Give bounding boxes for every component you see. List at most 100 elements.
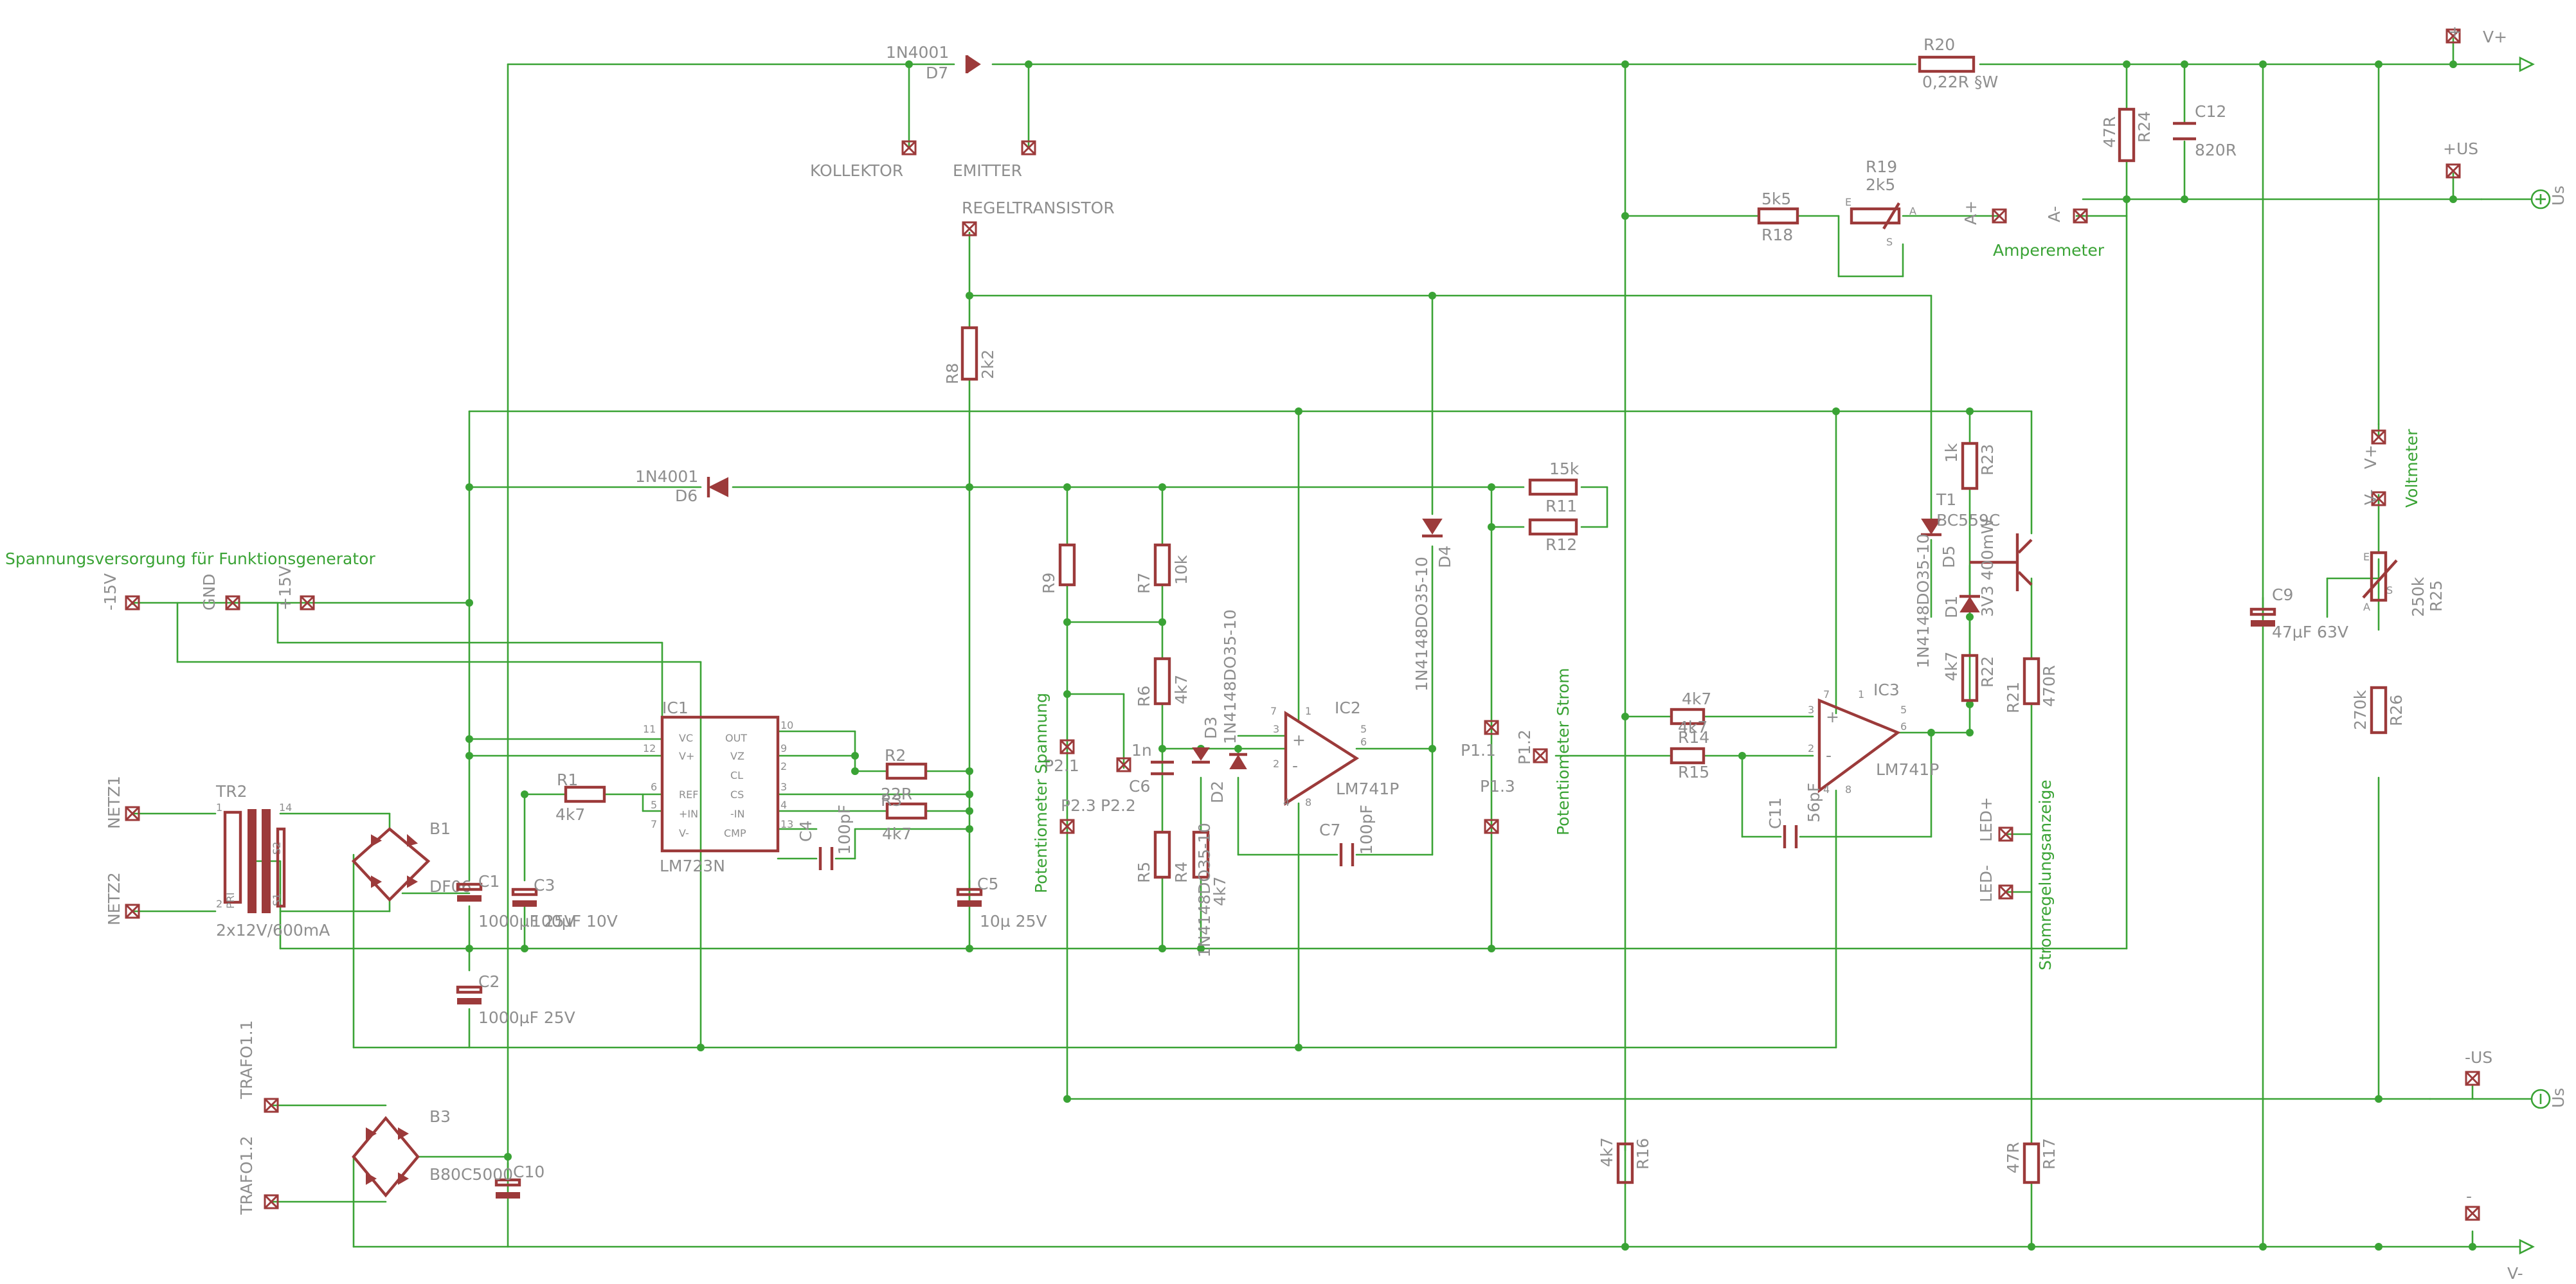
- gnd-label: GND: [200, 574, 219, 611]
- resistor-r7: R7 10k: [1135, 543, 1191, 594]
- r24-name: R24: [2135, 111, 2154, 143]
- tr2-value: 2x12V/600mA: [216, 921, 330, 940]
- trafo11-label: TRAFO1.1: [237, 1020, 256, 1100]
- r8-value: 2k2: [978, 350, 997, 379]
- ic3-pin7: 7: [1823, 688, 1830, 700]
- r21-name: R21: [2004, 682, 2022, 713]
- led-plus-label: LED+: [1977, 797, 1995, 842]
- ic1-pin-cl: CL: [730, 769, 743, 781]
- vplus-pad-label: +: [2448, 22, 2462, 41]
- ic3-pin3: 3: [1808, 704, 1814, 716]
- r21-value: 470R: [2040, 665, 2058, 707]
- r17-value: 47R: [2004, 1142, 2022, 1173]
- d1-name: D1: [1942, 596, 1961, 618]
- resistor-r11: 15k R11: [1528, 459, 1580, 515]
- r25-pin-e: E: [2363, 551, 2370, 563]
- r23-name: R23: [1978, 444, 1997, 476]
- r22-name: R22: [1978, 656, 1997, 688]
- r5-name: R5: [1135, 862, 1153, 883]
- ic2-pin3: 3: [1273, 723, 1279, 735]
- r19-name: R19: [1866, 157, 1897, 176]
- r6-value: 4k7: [1172, 675, 1191, 704]
- c12-value: 820R: [2195, 141, 2237, 159]
- d2-name: D2: [1208, 781, 1227, 803]
- ic1-num-12: 12: [643, 742, 656, 754]
- capacitor-c10: C10: [494, 1163, 545, 1199]
- junctions: [465, 60, 2476, 1251]
- c10-name: C10: [513, 1163, 545, 1181]
- resistor-r12: R12: [1528, 518, 1578, 554]
- voltmeter-vplus-label: V+: [2361, 445, 2380, 469]
- c5-value: 10µ 25V: [980, 912, 1047, 931]
- pad-minus: [2465, 1206, 2480, 1221]
- d1-value: 3V3 400mW: [1978, 518, 1997, 617]
- ic2-plus: +: [1292, 731, 1306, 749]
- diode-d7: 1N4001 D7: [886, 43, 981, 82]
- resistor-r5: R5: [1135, 830, 1171, 883]
- r25-pin-a: A: [2363, 601, 2370, 613]
- pot-strom-label: Potentiometer Strom: [1554, 668, 1572, 835]
- pad-minus15: [125, 595, 140, 611]
- t1-name: T1: [1936, 490, 1956, 509]
- ic2-pin5: 5: [1360, 723, 1367, 735]
- c3-name: C3: [534, 876, 555, 895]
- resistor-r2: R2 22R: [881, 746, 928, 803]
- stromregelungsanzeige-label: Stromregelungsanzeige: [2036, 780, 2055, 970]
- c12-name: C12: [2195, 102, 2226, 121]
- ic3-plus: +: [1826, 708, 1839, 726]
- pad-led-plus: [1998, 826, 2013, 842]
- r14-name: R14: [1678, 728, 1709, 747]
- connectors: [2429, 56, 2551, 1255]
- diode-d2: 1N4148DO35-10 D2: [1195, 753, 1247, 958]
- ic2-pin7: 7: [1270, 705, 1277, 717]
- c11-value: 56pF: [1805, 783, 1823, 823]
- ic3-minus: -: [1826, 746, 1832, 765]
- capacitor-c4: C4 100pF: [797, 805, 854, 870]
- r1-name: R1: [557, 771, 578, 789]
- opamp-ic2: + - IC2 LM741P 7 1 5 3 6 2 4 8: [1270, 699, 1399, 808]
- r12-name: R12: [1545, 535, 1577, 554]
- pad-gnd: [225, 595, 240, 611]
- pad-p21: [1059, 739, 1075, 754]
- amperemeter-label: Amperemeter: [1993, 241, 2105, 260]
- pad-us-minus: [2465, 1071, 2480, 1086]
- resistor-r16: 4k7 R16: [1598, 1137, 1652, 1184]
- ic2-pin6: 6: [1360, 736, 1367, 748]
- b1-value: DF06: [429, 877, 471, 896]
- regulator-ic1: IC1 LM723N VC V+ REF +IN V- OUT VZ CL CS…: [643, 699, 793, 875]
- diode-d1: D1 3V3 400mW: [1942, 518, 1997, 618]
- capacitor-c11: C11 56pF: [1766, 783, 1823, 848]
- r4-value: 4k7: [1211, 877, 1229, 906]
- r16-name: R16: [1634, 1138, 1652, 1170]
- emitter-label: EMITTER: [953, 161, 1022, 180]
- pad-emitter: [1021, 140, 1036, 156]
- c6-name: C6: [1129, 777, 1150, 796]
- tr2-s2-label: S2: [271, 842, 283, 855]
- tr2-s1-label: S1: [271, 893, 283, 906]
- resistor-r4: R4 4k7: [1172, 830, 1229, 906]
- potentiometer-r19: R19 2k5 E A S: [1845, 157, 1916, 248]
- a-minus-label: A-: [2045, 206, 2064, 222]
- ic1-pin-vplus: V+: [679, 750, 694, 762]
- c7-value: 100pF: [1357, 805, 1376, 855]
- ic1-pin-out: OUT: [725, 732, 747, 744]
- c2-name: C2: [478, 972, 500, 991]
- ic1-pin-ref: REF: [679, 789, 698, 801]
- d3-value: 1N4148DO35-10: [1221, 609, 1239, 744]
- r19-value: 2k5: [1866, 175, 1895, 194]
- ic1-value: LM723N: [660, 857, 725, 875]
- ic3-pin5: 5: [1900, 704, 1907, 716]
- p12-label: P1.2: [1515, 729, 1534, 765]
- ic1-pin-plusin: +IN: [679, 808, 698, 820]
- diode-d3: 1N4148DO35-10 D3: [1192, 609, 1239, 764]
- ic2-minus: -: [1292, 756, 1298, 775]
- pad-netz1: [125, 806, 140, 821]
- resistor-r26: 270k R26: [2351, 686, 2406, 735]
- pad-p13: [1484, 819, 1499, 834]
- pad-a-minus: [2073, 208, 2088, 224]
- ic1-num-11: 11: [643, 723, 656, 735]
- resistor-r6: R6 4k7: [1135, 657, 1191, 707]
- ic2-value: LM741P: [1336, 780, 1399, 798]
- d4-name: D4: [1436, 546, 1454, 568]
